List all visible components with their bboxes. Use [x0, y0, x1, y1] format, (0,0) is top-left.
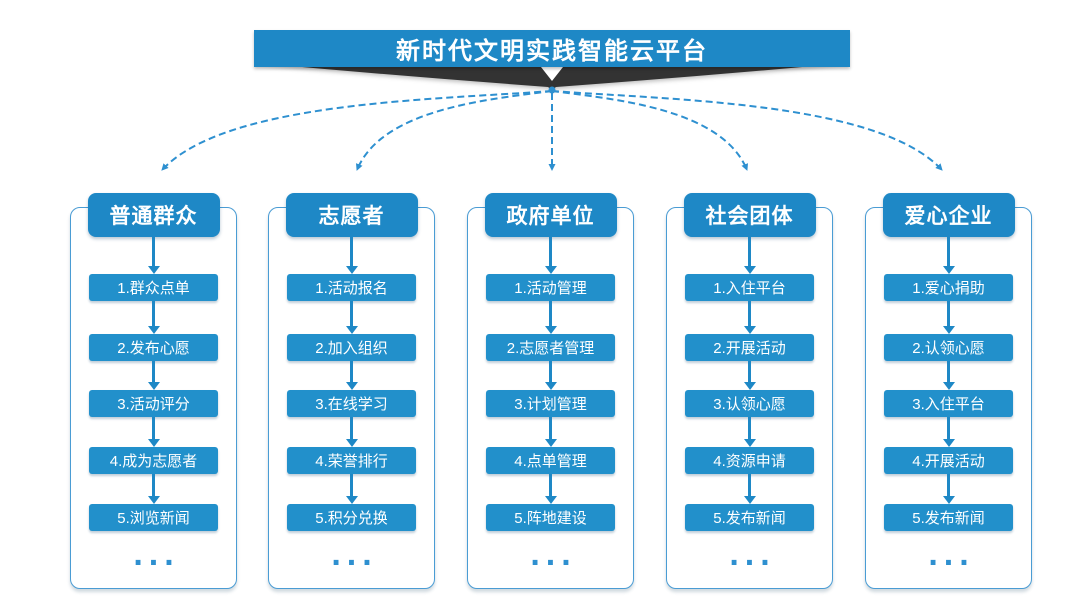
dashed-arrow-to-column-2	[356, 90, 553, 171]
column-header: 普通群众	[87, 193, 220, 237]
down-arrow-icon	[147, 417, 161, 447]
banner-down-arrow-icon	[541, 67, 563, 81]
page-title: 新时代文明实践智能云平台	[254, 30, 850, 67]
step-box: 2.认领心愿	[884, 334, 1013, 361]
ellipsis-more: ...	[133, 535, 180, 573]
column-caring-enterprises: 爱心企业 1.爱心捐助 2.认领心愿 3.入住平台 4.开展活动 5.发布新闻 …	[865, 193, 1032, 589]
down-arrow-icon	[743, 474, 757, 504]
down-arrow-icon	[544, 474, 558, 504]
down-arrow-icon	[942, 361, 956, 390]
column-header: 社会团体	[683, 193, 816, 237]
down-arrow-icon	[147, 301, 161, 334]
down-arrow-icon	[147, 474, 161, 504]
page-title-text: 新时代文明实践智能云平台	[396, 38, 708, 65]
step-box: 5.积分兑换	[287, 504, 416, 531]
step-box: 2.志愿者管理	[486, 334, 615, 361]
step-box: 3.入住平台	[884, 390, 1013, 417]
step-box: 4.开展活动	[884, 447, 1013, 474]
step-box: 3.认领心愿	[685, 390, 814, 417]
step-box: 2.发布心愿	[89, 334, 218, 361]
down-arrow-icon	[147, 361, 161, 390]
down-arrow-icon	[743, 301, 757, 334]
down-arrow-icon	[544, 417, 558, 447]
step-box: 5.阵地建设	[486, 504, 615, 531]
column-header: 爱心企业	[882, 193, 1015, 237]
down-arrow-icon	[345, 417, 359, 447]
dashed-arrow-to-column-4	[551, 90, 748, 171]
down-arrow-icon	[345, 301, 359, 334]
column-government-units: 政府单位 1.活动管理 2.志愿者管理 3.计划管理 4.点单管理 5.阵地建设…	[467, 193, 634, 589]
step-box: 1.入住平台	[685, 274, 814, 301]
down-arrow-icon	[345, 474, 359, 504]
step-box: 5.发布新闻	[884, 504, 1013, 531]
step-box: 1.活动管理	[486, 274, 615, 301]
down-arrow-icon	[942, 301, 956, 334]
ellipsis-more: ...	[928, 535, 975, 573]
ellipsis-more: ...	[729, 535, 776, 573]
column-header: 政府单位	[484, 193, 617, 237]
column-header: 志愿者	[285, 193, 418, 237]
column-volunteers: 志愿者 1.活动报名 2.加入组织 3.在线学习 4.荣誉排行 5.积分兑换 .…	[268, 193, 435, 589]
column-social-groups: 社会团体 1.入住平台 2.开展活动 3.认领心愿 4.资源申请 5.发布新闻 …	[666, 193, 833, 589]
down-arrow-icon	[743, 417, 757, 447]
dashed-arrow-to-column-1	[161, 90, 553, 171]
down-arrow-icon	[345, 237, 359, 274]
down-arrow-icon	[147, 237, 161, 274]
column-general-public: 普通群众 1.群众点单 2.发布心愿 3.活动评分 4.成为志愿者 5.浏览新闻…	[70, 193, 237, 589]
step-box: 5.浏览新闻	[89, 504, 218, 531]
banner-ribbon-shape	[257, 63, 847, 90]
step-box: 2.加入组织	[287, 334, 416, 361]
step-box: 4.点单管理	[486, 447, 615, 474]
step-box: 4.成为志愿者	[89, 447, 218, 474]
step-box: 4.资源申请	[685, 447, 814, 474]
down-arrow-icon	[743, 361, 757, 390]
step-box: 1.爱心捐助	[884, 274, 1013, 301]
step-box: 1.活动报名	[287, 274, 416, 301]
down-arrow-icon	[942, 417, 956, 447]
down-arrow-icon	[544, 361, 558, 390]
step-box: 1.群众点单	[89, 274, 218, 301]
down-arrow-icon	[743, 237, 757, 274]
down-arrow-icon	[345, 361, 359, 390]
down-arrow-icon	[942, 237, 956, 274]
ellipsis-more: ...	[331, 535, 378, 573]
step-box: 4.荣誉排行	[287, 447, 416, 474]
down-arrow-icon	[544, 301, 558, 334]
step-box: 5.发布新闻	[685, 504, 814, 531]
ellipsis-more: ...	[530, 535, 577, 573]
dashed-arrow-to-column-5	[551, 90, 943, 171]
step-box: 2.开展活动	[685, 334, 814, 361]
down-arrow-icon	[942, 474, 956, 504]
step-box: 3.在线学习	[287, 390, 416, 417]
step-box: 3.计划管理	[486, 390, 615, 417]
step-box: 3.活动评分	[89, 390, 218, 417]
fanout-hub-dot	[548, 86, 556, 94]
down-arrow-icon	[544, 237, 558, 274]
